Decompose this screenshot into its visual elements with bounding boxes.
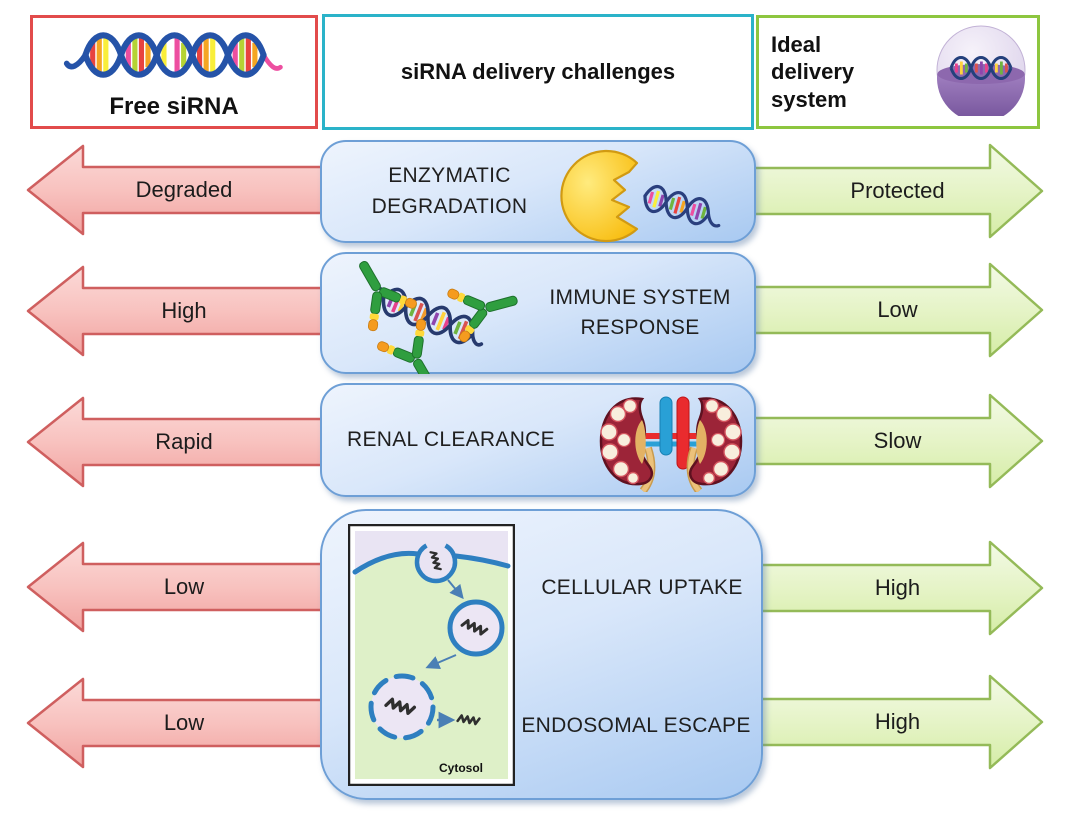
challenge-box-immune-response: IMMUNE SYSTEM RESPONSE: [320, 247, 756, 403]
sirna-strand-icon: [643, 185, 721, 228]
header-ideal-box: Ideal delivery system: [756, 15, 1040, 129]
free-arrow-label: Rapid: [155, 429, 213, 454]
ideal-arrow-label: High: [874, 575, 921, 600]
free-arrow-degraded: Degraded: [25, 142, 343, 238]
free-arrow-low-escape: Low: [25, 675, 343, 771]
nanoparticle-sphere-icon: [935, 24, 1027, 122]
ideal-arrow-label: Low: [877, 297, 918, 322]
challenge-box-enzymatic-degradation: ENZYMATIC DEGRADATION: [320, 140, 756, 243]
header-free-sirna-box: Free siRNA: [30, 15, 318, 129]
ideal-arrow-high-escape: High: [750, 672, 1045, 772]
ideal-arrow-label: High: [874, 709, 921, 734]
challenge-label-cellular-uptake: CELLULAR UPTAKE: [541, 576, 743, 599]
free-arrow-label: Degraded: [135, 177, 233, 202]
ideal-arrow-high-uptake: High: [750, 538, 1045, 638]
challenge-label: RENAL CLEARANCE: [347, 427, 555, 451]
free-arrow-rapid: Rapid: [25, 394, 343, 490]
free-arrow-high-immune: High: [25, 263, 343, 359]
challenges-label: siRNA delivery challenges: [400, 59, 676, 84]
endosome-icon: [447, 599, 505, 657]
ideal-arrow-label: Slow: [873, 428, 922, 453]
challenge-label-endosomal-escape: ENDOSOMAL ESCAPE: [521, 714, 751, 737]
ideal-arrow-label: Protected: [850, 178, 945, 203]
ideal-delivery-label: Ideal delivery system: [771, 31, 855, 112]
free-arrow-label: Low: [163, 574, 205, 599]
challenge-label: IMMUNE SYSTEM RESPONSE: [549, 285, 731, 339]
challenge-label: ENZYMATIC DEGRADATION: [371, 164, 528, 218]
free-arrow-label: High: [161, 298, 207, 323]
dna-helix-icon: [62, 24, 287, 91]
cytosol-label: Cytosol: [439, 761, 483, 775]
ideal-arrow-slow: Slow: [750, 391, 1045, 491]
ideal-arrow-low: Low: [750, 260, 1045, 360]
cell-endocytosis-panel: Cytosol: [347, 523, 516, 791]
free-sirna-label: Free siRNA: [109, 92, 239, 120]
ideal-arrow-protected: Protected: [750, 141, 1045, 241]
kidneys-icon: [596, 392, 746, 497]
challenge-box-cellular-uptake-endosomal-escape: Cytosol CELLULAR UPTAKE ENDOSOMAL ESCAPE: [320, 509, 763, 800]
broken-endosome-icon: [368, 673, 436, 741]
free-arrow-low-uptake: Low: [25, 539, 343, 635]
header-challenges-box: siRNA delivery challenges: [322, 14, 754, 130]
free-arrow-label: Low: [163, 710, 205, 735]
enzyme-pacman-icon: [557, 142, 753, 250]
antibodies-icon: [330, 247, 526, 403]
challenge-box-renal-clearance: RENAL CLEARANCE: [320, 383, 756, 497]
